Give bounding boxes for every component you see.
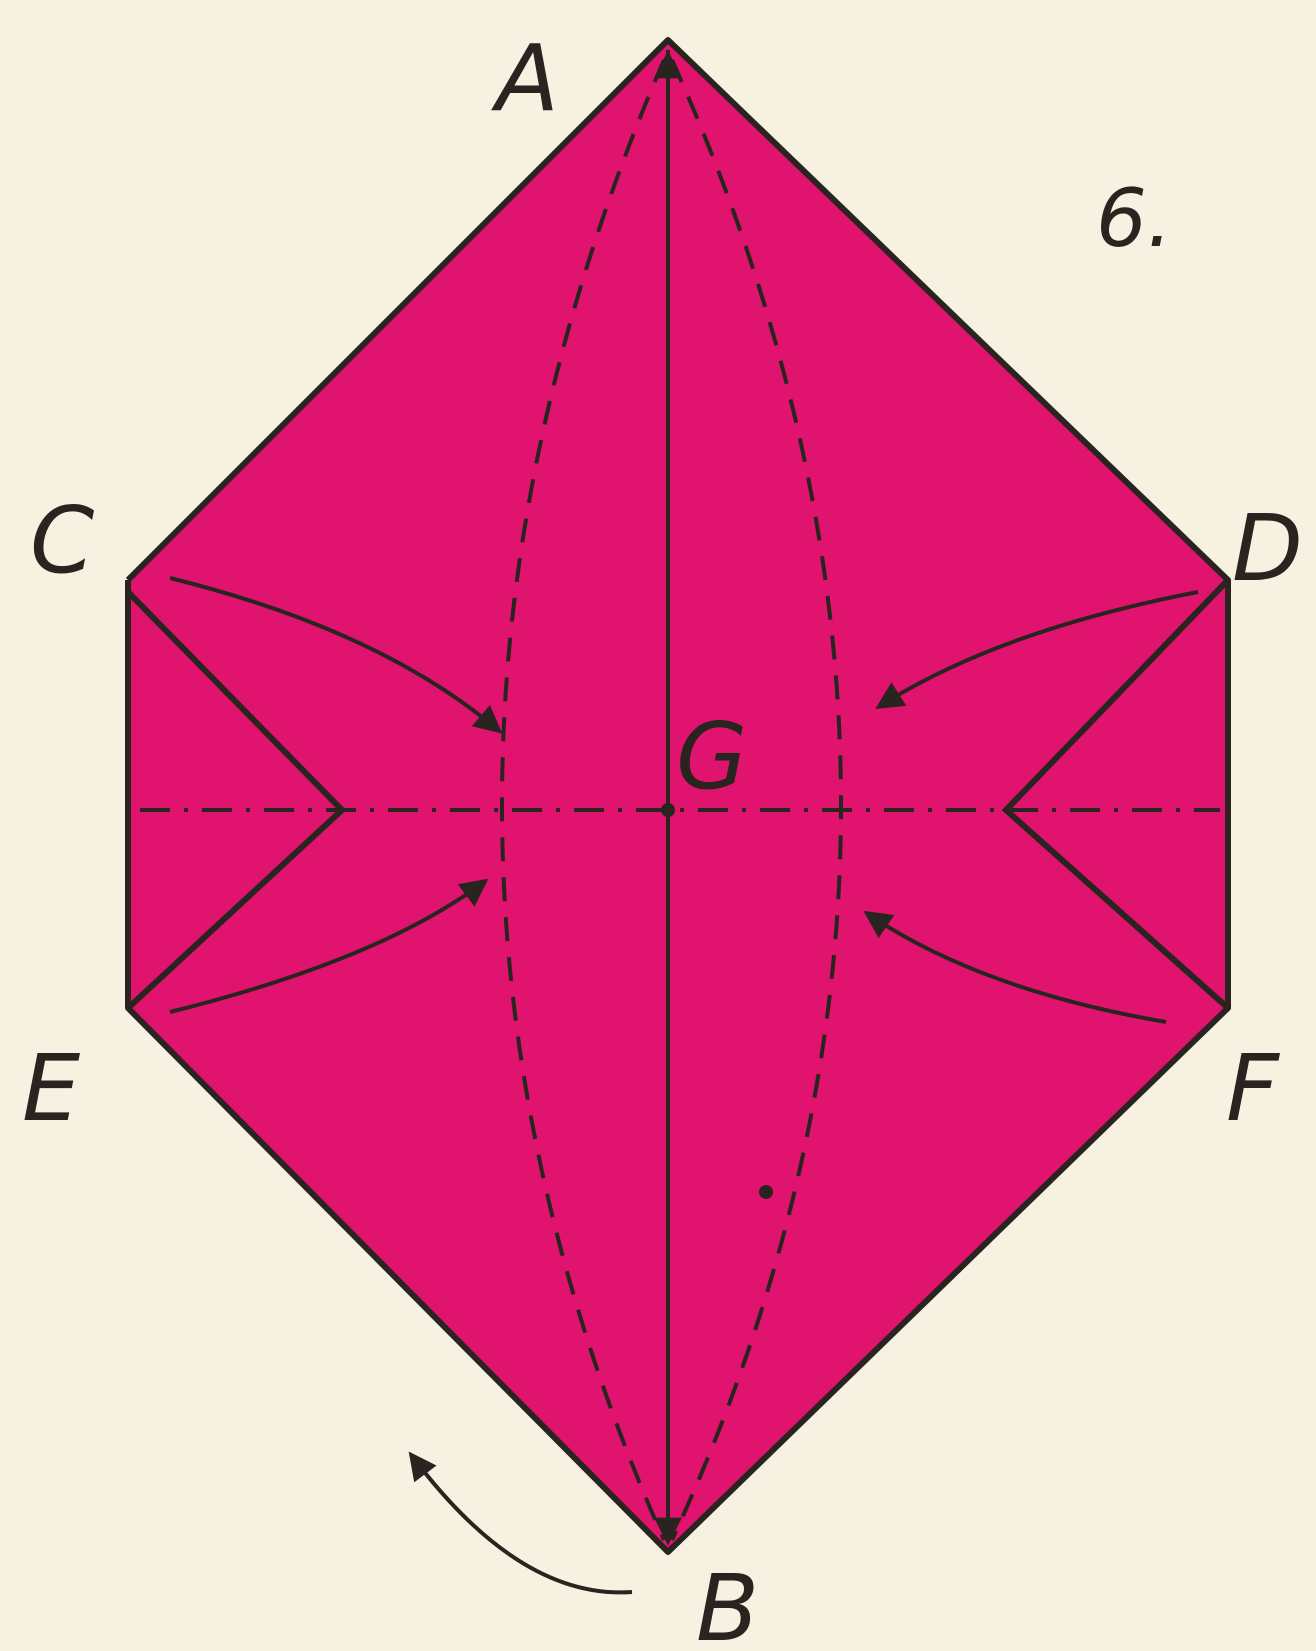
label-a: A: [491, 25, 559, 132]
center-point-g: [661, 803, 675, 817]
label-f: F: [1226, 1035, 1280, 1142]
arrow-c-to-center: [169, 576, 503, 734]
fold-arrows: [169, 50, 1199, 1595]
step-number: 6.: [1096, 172, 1172, 265]
paper-hexagon: [128, 40, 1228, 1552]
arrow-e-to-center: [169, 878, 489, 1014]
dashed-fold-right: [670, 59, 843, 1541]
arrow-d-to-center: [875, 590, 1199, 709]
label-b: B: [696, 1555, 759, 1651]
mark-dot: [759, 1185, 773, 1199]
label-g: G: [676, 703, 747, 810]
right-v-fold: [1001, 577, 1231, 1011]
arrow-f-to-center: [863, 910, 1167, 1024]
dashed-fold-left: [500, 59, 666, 1541]
dashed-fold-lines: [500, 59, 843, 1541]
label-c: C: [30, 487, 94, 594]
label-d: D: [1232, 495, 1303, 602]
arrow-turn-over: [408, 1451, 633, 1595]
label-e: E: [22, 1035, 80, 1142]
